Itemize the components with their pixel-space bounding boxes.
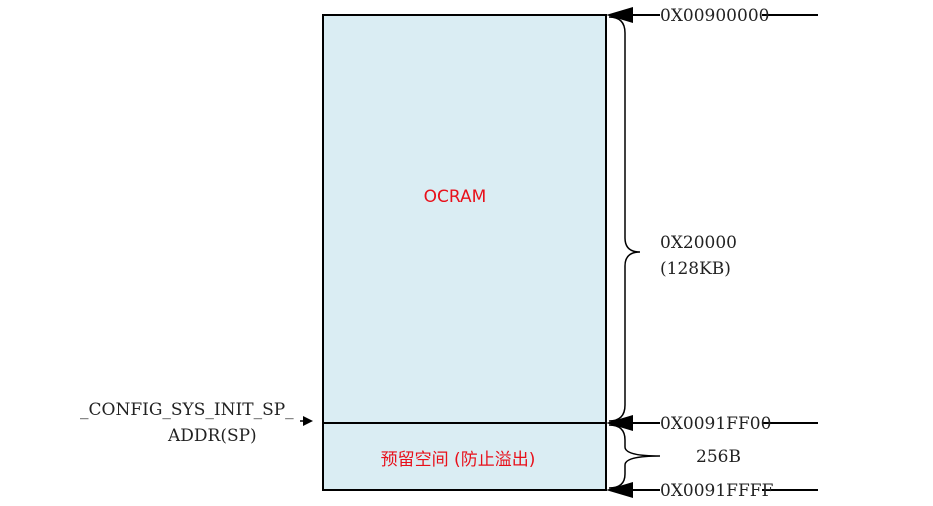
sp-pointer-arrow	[300, 416, 313, 426]
end-address-arrow	[606, 482, 818, 498]
start-address-arrow	[606, 7, 818, 23]
sp-macro-label-line2: ADDR(SP)	[167, 426, 257, 446]
sp-boundary-address-label: 0X0091FF00	[660, 414, 771, 434]
end-address-label: 0X0091FFFF	[660, 481, 774, 501]
ocram-size-kb: (128KB)	[660, 259, 731, 279]
ocram-size-hex: 0X20000	[660, 233, 737, 253]
reserved-size-brace	[608, 424, 661, 489]
ocram-size-brace	[608, 16, 641, 422]
ocram-region-block	[322, 14, 607, 491]
start-address-label: 0X00900000	[660, 6, 769, 26]
ocram-label: OCRAM	[424, 187, 487, 207]
sp-boundary-address-arrow	[606, 415, 818, 431]
reserved-size-label: 256B	[696, 447, 741, 467]
sp-macro-label-line1: _CONFIG_SYS_INIT_SP_	[80, 400, 294, 420]
reserved-space-label: 预留空间 (防止溢出)	[381, 450, 536, 470]
